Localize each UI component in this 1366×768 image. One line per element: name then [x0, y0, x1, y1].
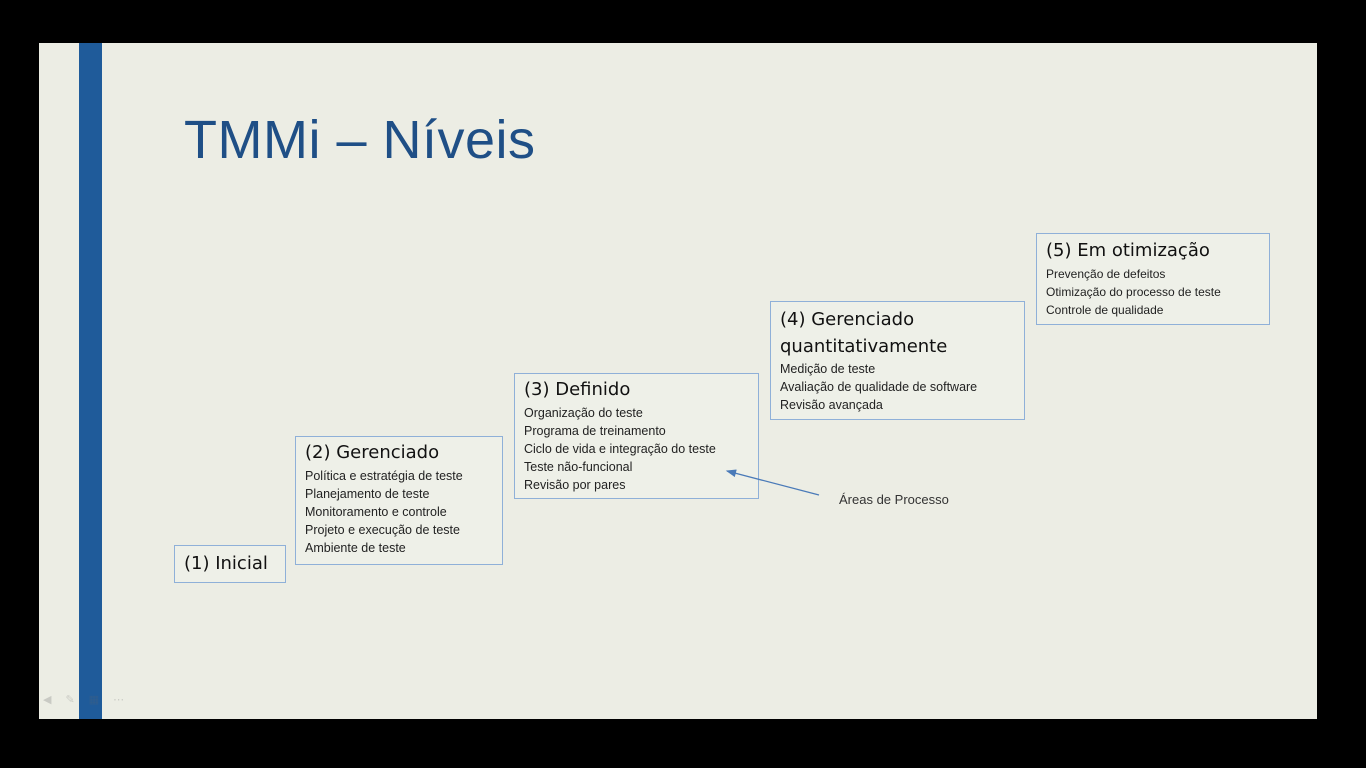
level-box-3: (3) Definido Organização do teste Progra…	[514, 373, 759, 499]
process-area-item: Planejamento de teste	[305, 487, 430, 501]
process-area-item: Ciclo de vida e integração do teste	[524, 442, 716, 456]
level-title: (2) Gerenciado	[305, 442, 440, 463]
process-area-list: Medição de teste Avaliação de qualidade …	[780, 360, 1015, 414]
process-area-item: Organização do teste	[524, 406, 643, 420]
previous-icon[interactable]: ◀	[43, 694, 52, 706]
level-box-5: (5) Em otimização Prevenção de defeitos …	[1036, 233, 1270, 325]
process-area-item: Projeto e execução de teste	[305, 523, 460, 537]
level-box-2: (2) Gerenciado Política e estratégia de …	[295, 436, 503, 565]
process-area-item: Medição de teste	[780, 362, 876, 376]
process-area-item: Ambiente de teste	[305, 541, 406, 555]
process-area-item: Otimização do processo de teste	[1046, 285, 1221, 299]
process-area-item: Programa de treinamento	[524, 424, 666, 438]
process-area-item: Prevenção de defeitos	[1046, 267, 1166, 281]
pen-icon[interactable]: ✎	[65, 694, 75, 706]
slide-title: TMMi – Níveis	[184, 110, 536, 170]
level-title: (4) Gerenciado quantitativamente	[780, 309, 948, 357]
level-box-1: (1) Inicial	[174, 545, 286, 583]
process-area-item: Controle de qualidade	[1046, 303, 1164, 317]
level-title: (3) Definido	[524, 379, 631, 400]
level-title: (1) Inicial	[184, 553, 268, 574]
process-areas-label: Áreas de Processo	[839, 492, 949, 507]
process-area-item: Avaliação de qualidade de software	[780, 380, 978, 394]
more-icon[interactable]: ⋯	[113, 694, 125, 706]
process-area-item: Revisão por pares	[524, 478, 626, 492]
process-area-item: Revisão avançada	[780, 398, 883, 412]
slide-accent-bar	[79, 43, 102, 719]
process-area-list: Organização do teste Programa de treinam…	[524, 404, 749, 494]
level-title: (5) Em otimização	[1046, 240, 1210, 261]
level-box-4: (4) Gerenciado quantitativamente Medição…	[770, 301, 1025, 420]
process-area-item: Política e estratégia de teste	[305, 469, 463, 483]
process-area-item: Teste não-funcional	[524, 460, 633, 474]
slides-icon[interactable]: ▦	[88, 694, 100, 706]
presentation-slide: TMMi – Níveis (1) Inicial (2) Gerenciado…	[39, 43, 1317, 719]
process-area-list: Política e estratégia de teste Planejame…	[305, 467, 493, 557]
process-area-item: Monitoramento e controle	[305, 505, 447, 519]
slide-controls: ◀ ✎ ▦ ⋯	[39, 693, 124, 706]
process-area-list: Prevenção de defeitos Otimização do proc…	[1046, 265, 1260, 319]
